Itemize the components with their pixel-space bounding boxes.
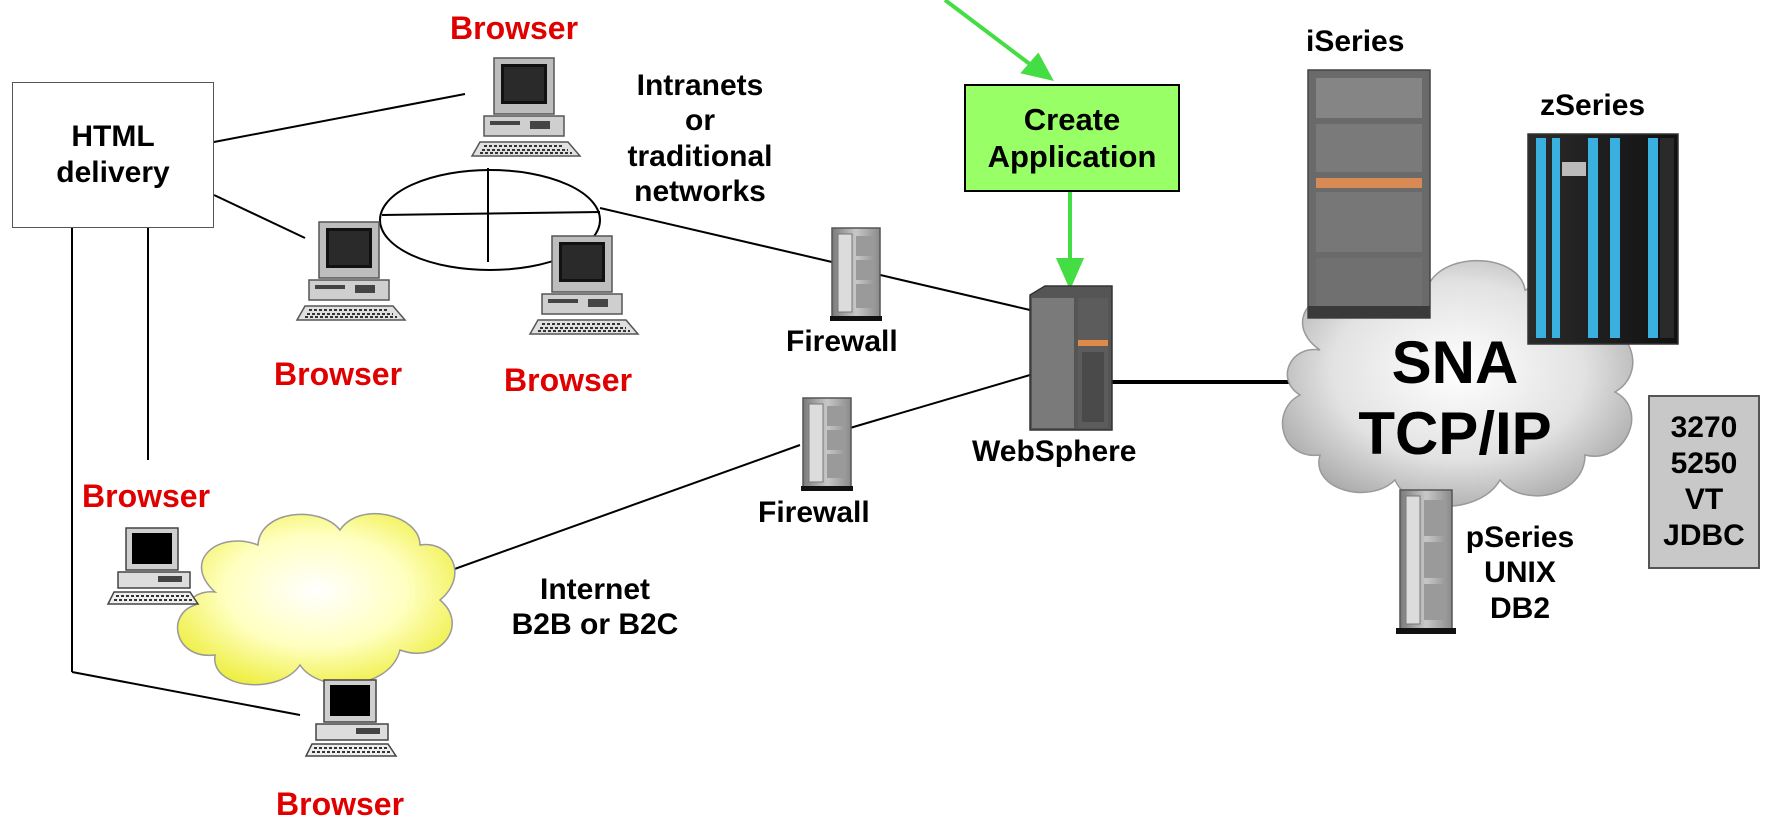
firewall-label-lower: Firewall [758,496,870,529]
desktop-computer-icon [471,57,581,157]
intranets-line2: or [685,104,715,138]
browser-label-bottom: Browser [276,786,405,822]
pseries-server-icon [1396,489,1456,634]
laptop-computer-icon [107,527,199,605]
iseries-server-icon [1307,69,1431,319]
html-delivery-line1: HTML [71,120,155,153]
laptop-computer-icon [305,679,397,757]
internet-label: Internet B2B or B2C [490,572,700,643]
browser-label-top: Browser [450,10,579,46]
internet-line1: Internet [539,573,650,606]
create-application-line1: Create [1023,101,1121,137]
internet-line2: B2B or B2C [511,608,679,642]
firewall-label-upper: Firewall [786,325,898,358]
pseries-line2: UNIX [1484,556,1556,590]
websphere-label: WebSphere [972,435,1137,468]
zseries-mainframe-icon [1527,133,1679,345]
intranets-line3: traditional [627,139,773,173]
browser-label-mid-right: Browser [504,362,633,398]
sna-label: SNA [1391,329,1519,396]
tcpip-label: TCP/IP [1358,399,1552,467]
create-application-box: Create Application [964,84,1180,192]
create-application-line2: Application [987,139,1157,174]
desktop-computer-icon [296,221,406,321]
sna-tcpip-label: SNA TCP/IP [1325,328,1585,470]
protocol-item: 5250 [1670,447,1738,480]
internet-cloud-icon [176,513,456,686]
protocol-item: VT [1684,483,1724,516]
html-delivery-line2: delivery [56,156,170,189]
protocol-item: JDBC [1663,519,1745,552]
firewall-server-icon [829,227,883,322]
pseries-label: pSeries UNIX DB2 [1450,520,1590,626]
browser-label-left: Browser [82,478,211,514]
intranets-line4: networks [634,175,766,209]
pseries-line3: DB2 [1489,591,1550,625]
desktop-computer-icon [529,235,639,335]
firewall-server-icon [800,397,854,492]
zseries-label: zSeries [1540,89,1646,122]
intranets-line1: Intranets [636,69,764,102]
pseries-line1: pSeries [1465,521,1575,554]
intranets-label: Intranets or traditional networks [600,68,800,210]
websphere-server-icon [1029,285,1113,431]
iseries-label: iSeries [1306,25,1405,58]
connection-lines [71,93,1031,716]
create-arrows [943,0,1085,290]
protocol-item: 3270 [1670,411,1738,444]
browser-label-mid-left: Browser [274,356,403,392]
protocols-box: 3270 5250 VT JDBC [1648,395,1760,569]
html-delivery-box: HTML delivery [12,82,214,228]
